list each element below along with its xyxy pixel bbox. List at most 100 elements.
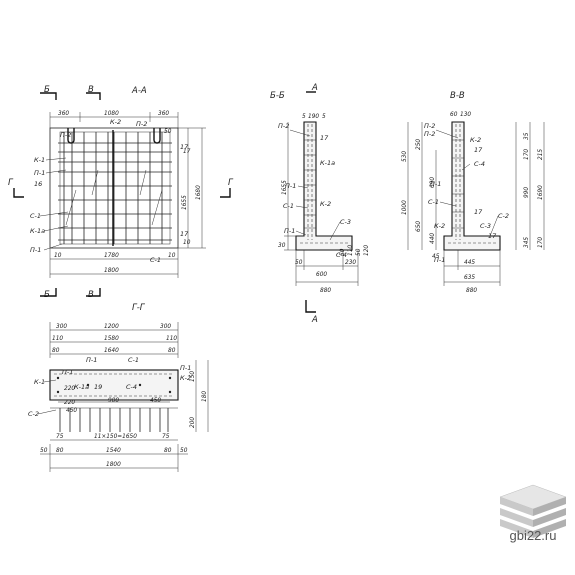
bb-left-dim-2: 30 [278, 243, 286, 249]
gg-row2-dim-2: 1580 [104, 336, 119, 342]
view-bb-title: Б-Б [270, 91, 285, 101]
bb-label-p1-bottom: П-1 [284, 227, 295, 235]
view-aa-title: А-А [131, 86, 147, 96]
vv-right-dim-1: 35 [524, 132, 530, 140]
gg-top-dim-2: 1200 [104, 324, 119, 330]
gg-label-s1: С-1 [128, 356, 139, 364]
vv-right-dim-6: 345 [524, 237, 530, 248]
vv-left-dim-5: 650 [416, 221, 422, 232]
gg-inner-small: 220 [64, 386, 75, 392]
cut-mark-a-bottom: А [311, 315, 318, 325]
mesh-vertical [63, 130, 163, 246]
vv-label-17-b: 17 [474, 208, 483, 216]
aa-label-16: 16 [34, 180, 42, 188]
vv-label-k2-b: К-2 [434, 222, 445, 230]
vv-label-s4: С-4 [474, 160, 485, 168]
bb-right-dim-3: 50 [356, 248, 362, 256]
aa-top-dim-3: 360 [158, 111, 169, 117]
bb-top-dim-2: 190 [308, 114, 319, 120]
vv-left-dim-7: 45 [432, 254, 440, 260]
vv-label-s1: С-1 [428, 198, 439, 206]
aa-top-dim-1: 360 [58, 111, 69, 117]
bb-right-dim-2: 110 [348, 245, 354, 256]
view-gg: Г-Г 300 1200 300 110 1580 110 80 1640 80 [28, 303, 209, 472]
aa-label-k2: К-2 [110, 118, 121, 126]
aa-label-p2-right: П-2 [136, 120, 147, 128]
gg-row3-dim-1: 80 [52, 348, 60, 354]
aa-label-17-bottom: 17 [180, 230, 189, 238]
bb-label-p2: П-2 [278, 122, 289, 130]
bb-right-dim-1: 50 [340, 248, 346, 256]
aa-label-p1-bottom: П-1 [30, 246, 41, 254]
vv-label-p2-a: П-2 [424, 122, 435, 130]
cut-line-g-left [13, 188, 24, 198]
bb-label-k1a: К-1а [320, 159, 335, 167]
bb-label-p1: П-1 [285, 182, 296, 190]
gg-bottom-dim-2: 80 [56, 448, 64, 454]
bb-bottom-dim-3: 230 [345, 260, 356, 266]
vv-right-dim-3: 215 [538, 149, 544, 160]
vv-left-dim-6: 440 [430, 233, 436, 244]
stacked-slabs-icon [499, 484, 567, 538]
gg-base-dim-1: 75 [56, 434, 64, 440]
gg-right-dim-1: 150 [190, 371, 196, 382]
gg-row2-dim-1: 110 [52, 336, 63, 342]
gg-label-k1a: К-1а [74, 383, 89, 391]
gg-inner-dim-1: 220 [64, 400, 75, 406]
view-bb: Б-Б А 5 190 5 1655 30 [270, 83, 370, 325]
aa-bottom-dim-1: 10 [54, 253, 62, 259]
gg-label-k2: К-2 [180, 374, 191, 382]
gg-inner-dim-2: 450 [66, 408, 77, 414]
bb-left-dim-1: 1655 [282, 180, 288, 195]
view-aa: А-А Б В [8, 85, 234, 300]
aa-label-s1: С-1 [30, 212, 41, 220]
cut-line-b [40, 92, 57, 100]
aa-right-dim-1: 17 [183, 149, 191, 155]
gg-label-k1: К-1 [34, 378, 45, 386]
aa-right-dim-2: 1655 [182, 195, 188, 210]
aa-label-k1: К-1 [34, 156, 45, 164]
gg-right-dim-3: 180 [202, 391, 208, 402]
aa-overall-width: 1800 [104, 268, 119, 274]
vv-left-dim-4: 1000 [402, 200, 408, 215]
cut-mark-g-left: Г [8, 178, 14, 188]
gg-label-s4: С-4 [126, 383, 137, 391]
vv-overall: 880 [466, 288, 477, 294]
bb-label-17: 17 [320, 134, 329, 142]
gg-right-dim-2: 200 [190, 417, 196, 428]
cut-mark-b-bottom: Б [44, 290, 50, 300]
gg-label-s2: С-2 [28, 410, 39, 418]
bb-label-s4: С-4 [336, 251, 347, 259]
gg-bottom-dim-5: 50 [180, 448, 188, 454]
gg-base-dim-3: 75 [162, 434, 170, 440]
vv-label-17-c: 17 [488, 232, 497, 240]
vv-right-dim-4: 990 [524, 187, 530, 198]
bb-label-k2: К-2 [320, 200, 331, 208]
vv-right-dim-2: 170 [524, 149, 530, 160]
gg-row2-dim-3: 110 [166, 336, 177, 342]
gg-bottom-dim-4: 80 [164, 448, 172, 454]
gg-comb [59, 408, 169, 432]
aa-right-small: 50 [164, 129, 172, 135]
cut-mark-v-bottom: В [88, 290, 94, 300]
vv-label-s2: С-2 [498, 212, 509, 220]
bb-bottom-dim-2: 600 [316, 272, 327, 278]
vv-left-dim-1: 530 [402, 151, 408, 162]
gg-base-dim-2: 11×150=1650 [94, 434, 137, 440]
vv-wall-ties [452, 139, 464, 229]
vv-label-17-a: 17 [474, 146, 483, 154]
gg-bar-dots [56, 376, 172, 394]
cut-mark-v: В [88, 85, 94, 95]
gg-inner-dim-3: 900 [108, 398, 119, 404]
aa-overall-height: 1680 [196, 185, 202, 200]
vv-right-dim-5: 1690 [538, 185, 544, 200]
cut-line-g-right [220, 188, 231, 198]
bb-top-dim-3: 5 [322, 114, 326, 120]
bb-wall-ties [304, 139, 316, 229]
gg-label-p1: П-1 [86, 356, 97, 364]
vv-label-s3: С-3 [480, 222, 491, 230]
vv-label-p1-b: П-1 [434, 256, 445, 264]
vv-left-dim-3: 690 [430, 177, 436, 188]
vv-label-k2: К-2 [470, 136, 481, 144]
bb-label-s1: С-1 [283, 202, 294, 210]
